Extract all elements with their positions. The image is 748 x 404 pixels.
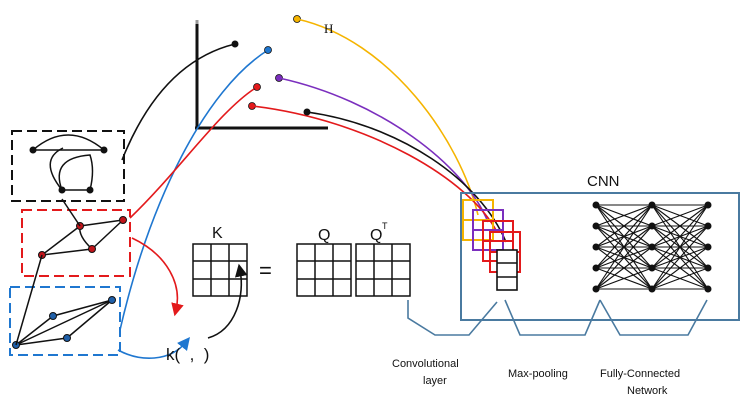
kernel-function-label: k( , ) bbox=[166, 345, 209, 364]
label-q: Q bbox=[318, 227, 330, 244]
fc-label-line2: Network bbox=[627, 385, 668, 397]
conv-label-line2: layer bbox=[423, 375, 447, 387]
fc-edge bbox=[651, 204, 709, 290]
fc-node bbox=[704, 264, 712, 272]
equals-sign: = bbox=[259, 258, 272, 283]
fc-node bbox=[704, 222, 712, 230]
fc-edge bbox=[595, 225, 653, 290]
curve-black-to-cnn bbox=[306, 111, 507, 243]
fc-edge bbox=[595, 246, 653, 290]
matrix-k bbox=[192, 243, 248, 297]
curve-red-to-cnn bbox=[251, 105, 498, 233]
matrix-qt bbox=[355, 243, 411, 297]
graph-blue bbox=[9, 286, 121, 356]
conv-label-line1: Convolutional bbox=[392, 358, 459, 370]
axes bbox=[195, 20, 328, 130]
fc-edge bbox=[651, 225, 709, 290]
arrow-red-to-kernel bbox=[131, 237, 184, 317]
fc-node bbox=[648, 201, 656, 209]
label-h: H bbox=[324, 21, 333, 36]
curve-red-to-axes bbox=[129, 86, 258, 219]
curve-blue-to-axes bbox=[119, 49, 269, 331]
fc-edge bbox=[595, 204, 653, 290]
fc-node bbox=[648, 285, 656, 293]
curve-purple-to-cnn bbox=[278, 77, 489, 223]
cnn-title: CNN bbox=[587, 173, 620, 190]
fc-edge bbox=[651, 204, 709, 227]
fully-connected-network bbox=[592, 201, 712, 293]
fc-node bbox=[592, 201, 600, 209]
fc-node bbox=[592, 285, 600, 293]
maxpool-bracket bbox=[504, 299, 601, 336]
label-qt: Q bbox=[370, 227, 382, 244]
graph-red-box bbox=[21, 209, 131, 277]
arrow-blue-to-kernel bbox=[117, 337, 191, 359]
fc-node bbox=[592, 264, 600, 272]
fc-node bbox=[592, 243, 600, 251]
fc-label-line1: Fully-Connected bbox=[600, 368, 680, 380]
label-qt-sup: T bbox=[382, 221, 388, 231]
fc-node bbox=[648, 243, 656, 251]
curve-orange-to-cnn bbox=[296, 18, 479, 216]
fc-edge bbox=[651, 204, 709, 248]
graph-link-black-red bbox=[61, 198, 81, 227]
curve-black-to-axes bbox=[121, 43, 236, 161]
maxpool-label: Max-pooling bbox=[508, 368, 568, 380]
fc-node bbox=[648, 222, 656, 230]
matrix-q bbox=[296, 243, 352, 297]
graph-black bbox=[11, 130, 125, 202]
fc-edge bbox=[595, 267, 653, 290]
fc-node bbox=[704, 243, 712, 251]
point-red bbox=[253, 83, 261, 91]
fc-edge bbox=[651, 246, 709, 290]
cnn-box bbox=[460, 192, 740, 321]
fc-edge bbox=[595, 204, 653, 227]
maxpool-column bbox=[496, 249, 518, 291]
graph-link-red-blue bbox=[15, 254, 43, 346]
fc-edge bbox=[595, 204, 653, 248]
fc-node bbox=[704, 285, 712, 293]
graph-red bbox=[21, 209, 131, 277]
fc-bracket bbox=[599, 299, 708, 336]
fc-node bbox=[592, 222, 600, 230]
point-black bbox=[231, 40, 239, 48]
fc-edge bbox=[651, 267, 709, 290]
point-blue bbox=[264, 46, 272, 54]
arrow-kernel-to-k bbox=[207, 263, 248, 339]
fc-edge bbox=[651, 204, 709, 269]
fc-edge bbox=[595, 204, 653, 269]
label-k: K bbox=[212, 225, 223, 242]
graph-blue-box bbox=[9, 286, 121, 356]
conv-bracket bbox=[407, 300, 498, 336]
fc-node bbox=[704, 201, 712, 209]
fc-node bbox=[648, 264, 656, 272]
